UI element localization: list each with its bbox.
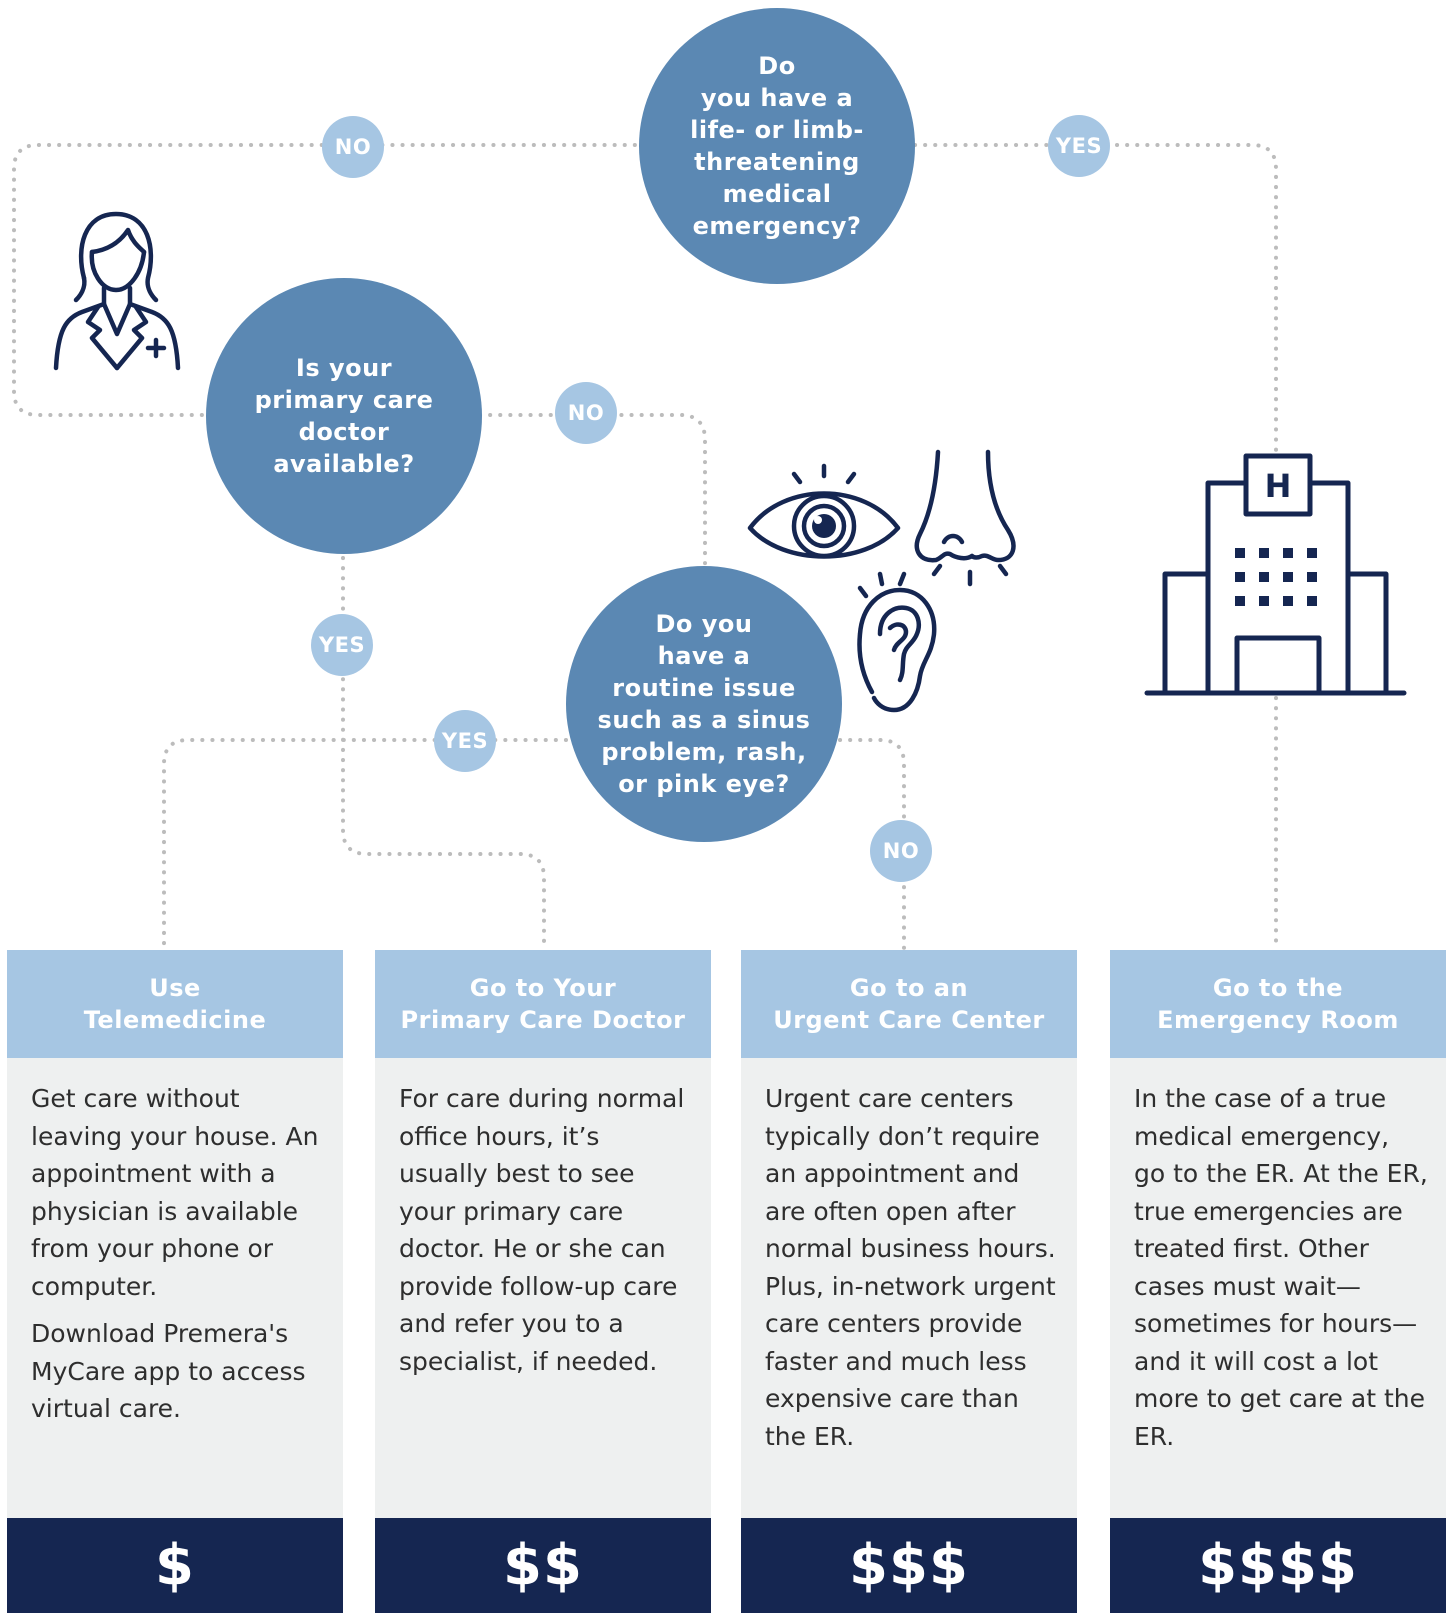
question-emergency: Do you have a life- or limb- threatening… bbox=[639, 8, 915, 284]
card-primary-care-doctor-body: For care during normal office hours, it’… bbox=[375, 1058, 711, 1518]
card-primary-care-doctor: Go to Your Primary Care Doctor For care … bbox=[375, 950, 711, 1613]
card-title: Use Telemedicine bbox=[83, 974, 267, 1034]
card-primary-care-doctor-cost: $$ bbox=[375, 1518, 711, 1613]
connector-routine-yes bbox=[162, 738, 568, 952]
badge-routine-yes: YES bbox=[434, 710, 496, 772]
badge-primary-yes: YES bbox=[311, 614, 373, 676]
card-urgent-care-center-cost: $$$ bbox=[741, 1518, 1077, 1613]
connector-primary-yes bbox=[341, 556, 546, 952]
ear-icon bbox=[857, 571, 937, 713]
badge-emergency-no: NO bbox=[322, 116, 384, 178]
card-emergency-room-cost: $$$$ bbox=[1110, 1518, 1446, 1613]
card-telemedicine-body: Get care without leaving your house. An … bbox=[7, 1058, 343, 1518]
card-description: In the case of a true medical emergency,… bbox=[1134, 1084, 1428, 1451]
badge-emergency-yes: YES bbox=[1048, 115, 1110, 177]
connector-emergency-yes bbox=[913, 143, 1278, 457]
card-description: Urgent care centers typically don’t requ… bbox=[765, 1084, 1056, 1451]
hospital-icon: H bbox=[1144, 453, 1407, 696]
question-primary-care: Is your primary care doctor available? bbox=[206, 278, 482, 554]
card-urgent-care-center: Go to an Urgent Care Center Urgent care … bbox=[741, 950, 1077, 1613]
card-urgent-care-center-body: Urgent care centers typically don’t requ… bbox=[741, 1058, 1077, 1518]
badge-routine-no: NO bbox=[870, 820, 932, 882]
card-primary-care-doctor-header: Go to Your Primary Care Doctor bbox=[375, 950, 711, 1058]
card-emergency-room: Go to the Emergency Room In the case of … bbox=[1110, 950, 1446, 1613]
eye-icon bbox=[747, 463, 901, 559]
question-primary-care-text: Is your primary care doctor available? bbox=[254, 354, 434, 478]
card-telemedicine-cost: $ bbox=[7, 1518, 343, 1613]
card-urgent-care-center-header: Go to an Urgent Care Center bbox=[741, 950, 1077, 1058]
card-title: Go to an Urgent Care Center bbox=[773, 974, 1045, 1034]
nose-icon bbox=[914, 449, 1016, 587]
hospital-sign-letter: H bbox=[1265, 467, 1292, 505]
card-title: Go to the Emergency Room bbox=[1157, 974, 1399, 1034]
question-emergency-text: Do you have a life- or limb- threatening… bbox=[690, 52, 864, 240]
female-doctor-icon bbox=[53, 211, 181, 371]
question-routine-issue-text: Do you have a routine issue such as a si… bbox=[597, 610, 811, 798]
card-description: Get care without leaving your house. An … bbox=[31, 1084, 319, 1301]
card-description: For care during normal office hours, it’… bbox=[399, 1084, 685, 1376]
question-routine-issue: Do you have a routine issue such as a si… bbox=[566, 566, 842, 842]
connector-routine-no bbox=[838, 738, 906, 952]
connector-primary-no bbox=[478, 413, 707, 570]
badge-primary-no: NO bbox=[555, 382, 617, 444]
connector-emergency-no bbox=[12, 143, 647, 417]
card-title: Go to Your Primary Care Doctor bbox=[400, 974, 686, 1034]
card-telemedicine-header: Use Telemedicine bbox=[7, 950, 343, 1058]
card-emergency-room-header: Go to the Emergency Room bbox=[1110, 950, 1446, 1058]
card-telemedicine: Use Telemedicine Get care without leavin… bbox=[7, 950, 343, 1613]
card-emergency-room-body: In the case of a true medical emergency,… bbox=[1110, 1058, 1446, 1518]
card-description: Download Premera's MyCare app to access … bbox=[31, 1319, 306, 1423]
